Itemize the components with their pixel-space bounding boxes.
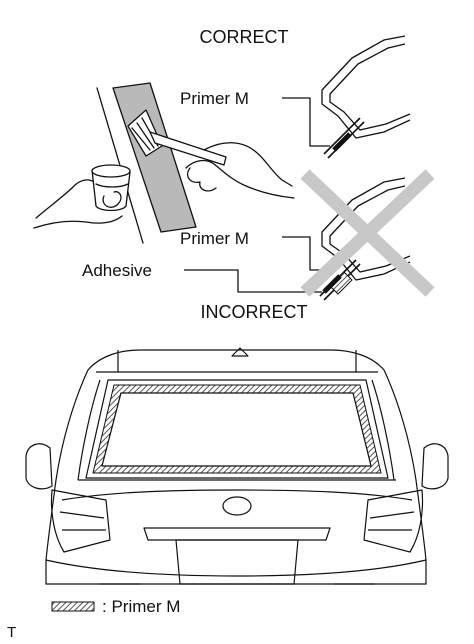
brush-handle (149, 131, 227, 166)
right-pillar-line (371, 379, 395, 481)
primer-cup-rim (91, 164, 131, 178)
roof-spoiler (87, 349, 385, 371)
left-tail-light (50, 489, 111, 553)
rear-glass (101, 392, 372, 467)
primer-leader-top (282, 97, 330, 147)
brush-head (127, 109, 163, 157)
brush-application-illustration (33, 82, 295, 244)
left-tail-light-detail (59, 511, 106, 531)
legend-text: : Primer M (102, 597, 180, 616)
vehicle-rear-view (25, 347, 449, 585)
corner-mark: T (7, 624, 16, 641)
primer-band-correct (332, 132, 352, 152)
left-mirror (25, 443, 53, 490)
body-left-side (45, 369, 89, 561)
right-hand-bottom (185, 159, 295, 199)
adhesive-label: Adhesive (82, 261, 152, 280)
right-hand-fingers (186, 167, 217, 192)
incorrect-cross-section (184, 177, 411, 301)
body-panel-inner-2 (329, 185, 411, 273)
body-panel-outer (321, 35, 411, 139)
body-right-side (383, 369, 427, 561)
right-tail-light-detail (368, 511, 415, 531)
x-mark-icon (300, 169, 435, 297)
rear-wiper-mount (231, 347, 249, 357)
primer-label-mid: Primer M (180, 229, 249, 248)
correct-cross-section (282, 35, 411, 159)
primer-cup-band (95, 183, 129, 188)
primer-band-incorrect (322, 274, 342, 294)
body-panel-inner (329, 43, 411, 131)
left-arm-bottom (33, 215, 123, 229)
license-garnish (143, 527, 331, 541)
primer-label-top: Primer M (180, 89, 249, 108)
right-mirror (421, 443, 449, 490)
hatched-swatch-icon (51, 601, 95, 612)
left-arm-top (35, 179, 95, 219)
primer-leader-mid (282, 236, 326, 271)
spoiler-mounts (117, 350, 357, 372)
left-hand-fingers (102, 191, 122, 208)
window-frame-outer (85, 379, 389, 479)
correct-label: CORRECT (200, 27, 289, 47)
body-panel-outer-2 (321, 177, 411, 281)
license-plate-recess (175, 539, 299, 585)
right-hand-top (203, 142, 293, 187)
rear-bumper (45, 559, 427, 585)
right-tail-light (363, 489, 424, 553)
glass-edge-correct (323, 117, 361, 155)
left-pillar-line (77, 379, 101, 481)
tailgate-crease (61, 489, 413, 501)
emblem (222, 496, 252, 516)
incorrect-label: INCORRECT (201, 302, 308, 322)
adhesive-leader (184, 269, 322, 293)
